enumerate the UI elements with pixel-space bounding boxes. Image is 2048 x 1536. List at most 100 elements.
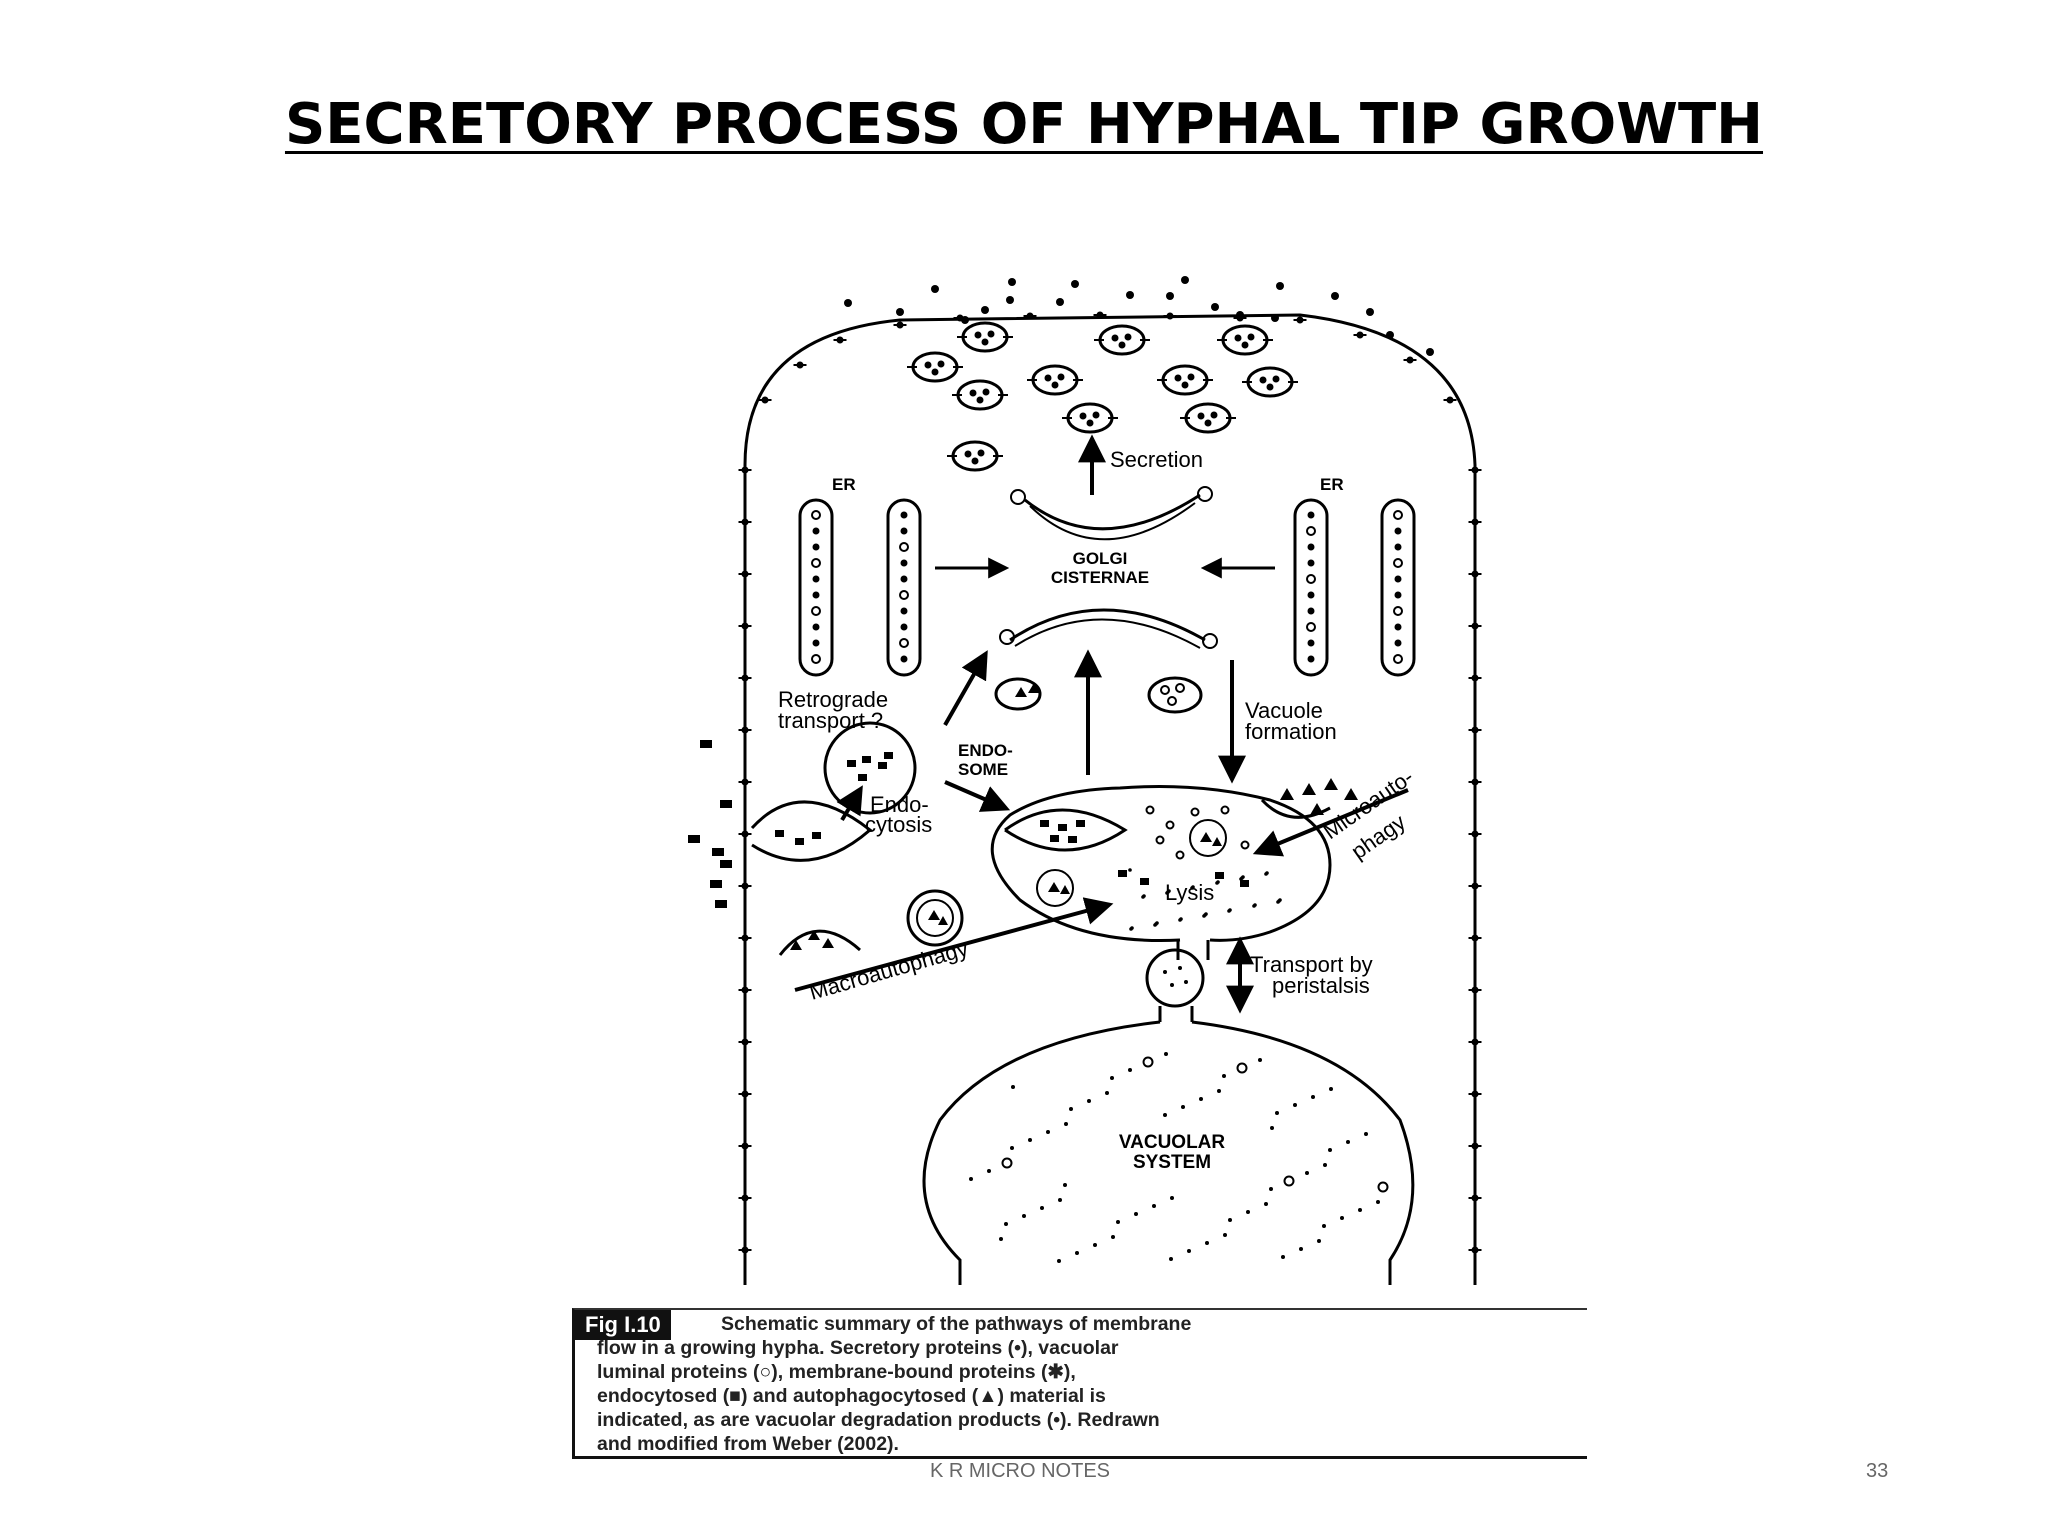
secreted-protein-dot bbox=[844, 299, 852, 307]
degradation-product bbox=[1253, 903, 1257, 907]
secreted-protein-dot bbox=[1071, 280, 1079, 288]
er-secretory-protein bbox=[900, 575, 908, 583]
secretory-vesicle bbox=[952, 379, 1008, 411]
microautophagy-invagination bbox=[1260, 798, 1331, 819]
er-luminal-protein bbox=[1306, 574, 1316, 584]
degradation-product bbox=[1142, 894, 1146, 898]
membrane-protein-marker bbox=[738, 830, 752, 838]
degradation-product bbox=[1004, 1222, 1008, 1226]
er-luminal-contents bbox=[811, 510, 1403, 664]
degradation-product bbox=[1064, 1122, 1068, 1126]
degradation-product bbox=[1116, 1220, 1120, 1224]
secreted-protein-dots bbox=[844, 276, 1434, 356]
external-endocytosed-material bbox=[688, 740, 732, 908]
degradation-product bbox=[1093, 1243, 1097, 1247]
degradation-product bbox=[1317, 1239, 1321, 1243]
membrane-protein-marker bbox=[1403, 356, 1417, 364]
degradation-product bbox=[1111, 1235, 1115, 1239]
membrane-protein-marker bbox=[1293, 316, 1307, 324]
vacuolar-luminal-protein bbox=[1145, 805, 1155, 815]
degradation-product bbox=[1105, 1091, 1109, 1095]
degradation-product bbox=[1028, 1138, 1032, 1142]
er-secretory-protein bbox=[812, 591, 820, 599]
endosome bbox=[823, 721, 917, 815]
membrane-protein-marker bbox=[1468, 934, 1482, 942]
er-luminal-protein bbox=[811, 510, 821, 520]
endosome-contents bbox=[847, 752, 893, 781]
caption-line: flow in a growing hypha. Secretory prote… bbox=[597, 1337, 1119, 1359]
membrane-protein-marker bbox=[738, 934, 752, 942]
secreted-protein-dot bbox=[1211, 303, 1219, 311]
autophagosome bbox=[906, 889, 964, 947]
er-secretory-protein bbox=[1307, 559, 1315, 567]
membrane-protein-marker bbox=[1468, 622, 1482, 630]
degradation-product bbox=[1264, 1202, 1268, 1206]
degradation-product bbox=[1329, 1087, 1333, 1091]
caption-line: luminal proteins (○), membrane-bound pro… bbox=[597, 1361, 1076, 1383]
er-label-left: ER bbox=[832, 475, 856, 494]
endocytosed-material bbox=[1240, 880, 1249, 887]
endocytosis-label-line1: Endo- bbox=[870, 792, 929, 817]
vacuolar-luminal-protein bbox=[1165, 820, 1175, 830]
membrane-protein-marker bbox=[738, 726, 752, 734]
membrane-protein-marker bbox=[738, 674, 752, 682]
golgi-rim-vesicle bbox=[1197, 486, 1213, 502]
vacuolar-luminal-protein bbox=[1283, 1175, 1295, 1187]
membrane-protein-marker bbox=[1023, 312, 1037, 320]
degradation-product bbox=[1179, 917, 1183, 921]
secreted-protein-dot bbox=[1008, 278, 1016, 286]
caption-line: endocytosed (■) and autophagocytosed (▲)… bbox=[597, 1385, 1106, 1407]
membrane-protein-marker bbox=[738, 1194, 752, 1202]
membrane-protein-marker bbox=[738, 622, 752, 630]
er-secretory-protein bbox=[1394, 543, 1402, 551]
secretory-vesicles bbox=[907, 321, 1298, 472]
golgi-label-line1: GOLGI bbox=[1073, 549, 1128, 568]
secreted-protein-dot bbox=[1056, 298, 1064, 306]
membrane-protein-marker bbox=[1468, 986, 1482, 994]
vacuolar-luminal-protein bbox=[1220, 805, 1230, 815]
membrane-protein-marker bbox=[893, 321, 907, 329]
degradation-product bbox=[1134, 1212, 1138, 1216]
er-secretory-protein bbox=[900, 511, 908, 519]
degradation-product bbox=[1169, 1257, 1173, 1261]
vacuolar-luminal-protein bbox=[1175, 850, 1185, 860]
er-luminal-protein bbox=[1393, 558, 1403, 568]
er-secretory-protein bbox=[900, 655, 908, 663]
er-tube bbox=[798, 498, 834, 677]
secretory-vesicle bbox=[907, 351, 963, 383]
slide-title-text: SECRETORY PROCESS OF HYPHAL TIP GROWTH bbox=[284, 92, 1764, 157]
retrograde-transport-arrow bbox=[943, 650, 988, 726]
secretory-vesicle bbox=[1180, 402, 1236, 434]
membrane-protein-marker bbox=[1468, 518, 1482, 526]
transport-vesicle-contents bbox=[1163, 966, 1188, 987]
vacuole-neck-lower bbox=[1158, 1006, 1194, 1022]
degradation-product bbox=[1128, 1068, 1132, 1072]
degradation-product bbox=[999, 1237, 1003, 1241]
endosome-to-vacuole-arrow bbox=[944, 780, 1011, 812]
er-secretory-protein bbox=[812, 575, 820, 583]
golgi-rim-vesicle bbox=[1010, 489, 1026, 505]
degradation-product bbox=[1376, 1200, 1380, 1204]
secreted-protein-dot bbox=[981, 306, 989, 314]
membrane-protein-marker bbox=[1468, 1246, 1482, 1254]
er-secretory-protein bbox=[900, 607, 908, 615]
degradation-product bbox=[1322, 1224, 1326, 1228]
secreted-protein-dot bbox=[1386, 331, 1394, 339]
degradation-product bbox=[1311, 1095, 1315, 1099]
pathway-arrows bbox=[794, 434, 1409, 1014]
membrane-protein-marker bbox=[738, 986, 752, 994]
membrane-protein-marker bbox=[833, 336, 847, 344]
membrane-protein-marker bbox=[738, 466, 752, 474]
degradation-product bbox=[1270, 1126, 1274, 1130]
secretory-vesicle bbox=[957, 321, 1013, 353]
degradation-product bbox=[1204, 912, 1208, 916]
secreted-protein-dot bbox=[1126, 291, 1134, 299]
membrane-protein-marker bbox=[1093, 311, 1107, 319]
er-secretory-protein bbox=[812, 543, 820, 551]
degradation-product bbox=[1110, 1076, 1114, 1080]
membrane-protein-marker bbox=[1468, 830, 1482, 838]
figure-caption-box: Fig I.10 Schematic summary of the pathwa… bbox=[572, 1308, 1587, 1459]
vacuolar-luminal-protein bbox=[1001, 1157, 1013, 1169]
macroautophagy-arrow bbox=[794, 897, 1114, 992]
